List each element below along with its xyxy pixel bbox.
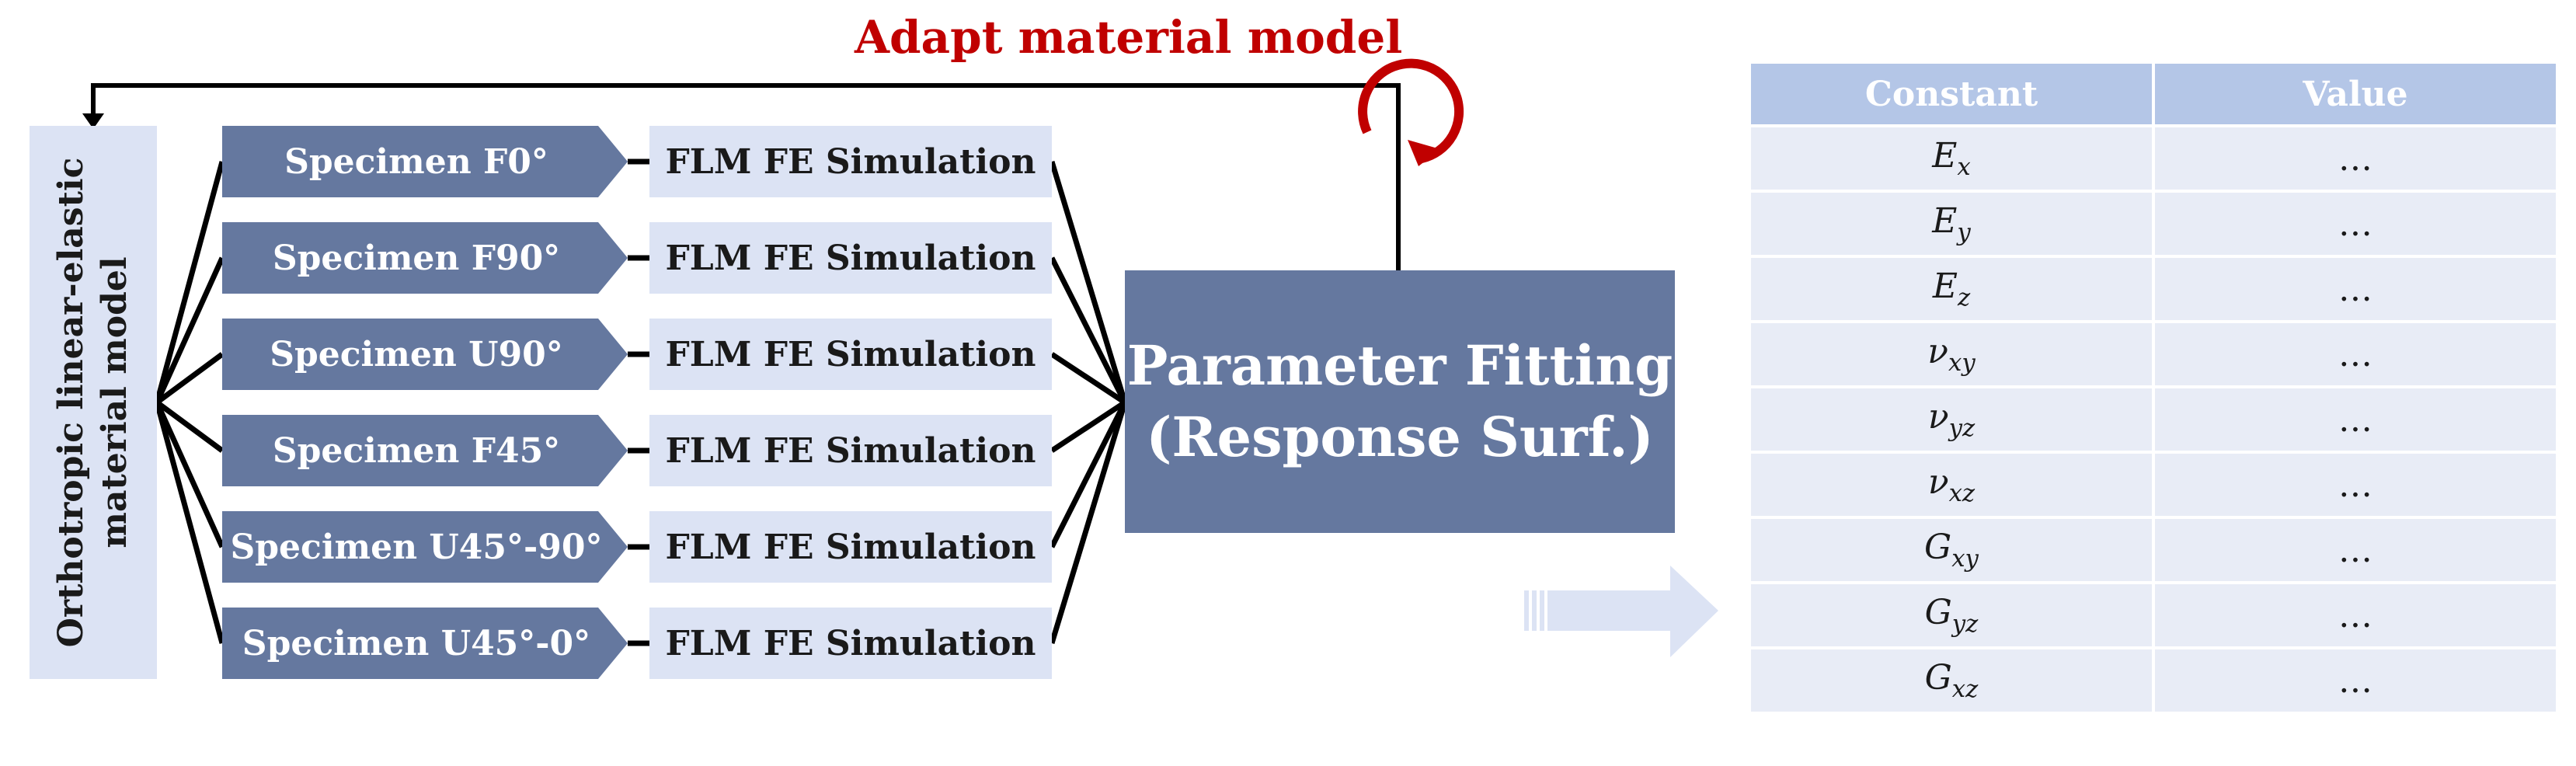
constant-subscript: yz: [1948, 413, 1976, 442]
model-fan-line: [155, 400, 225, 453]
fe-simulation-box: FLM FE Simulation: [649, 511, 1052, 583]
specimen-label: Specimen U45°-90°: [230, 527, 603, 567]
specimen-chevron: [222, 126, 628, 197]
fe-simulation-box: FLM FE Simulation: [649, 126, 1052, 197]
value-cell: …: [2152, 320, 2559, 388]
constant-cell: Gxz: [1748, 646, 2155, 715]
constant-subscript: x: [1957, 152, 1971, 181]
cycle-arrowhead: [1408, 140, 1440, 166]
table-row: Gxy…: [1748, 516, 2559, 584]
model-fan-line: [155, 352, 225, 405]
material-model-box: [30, 126, 157, 679]
specimen-chevron: [222, 415, 628, 486]
result-arrow-icon: [1524, 566, 1718, 657]
constant-subscript: y: [1957, 218, 1971, 246]
specimen-label: Specimen U45°-0°: [242, 623, 591, 663]
constant-cell: Ez: [1748, 255, 2155, 323]
fitting-title: Parameter Fitting: [1126, 333, 1673, 398]
constant-symbol: E: [1932, 201, 1958, 242]
constant-cell: νxz: [1748, 451, 2155, 519]
specimen-chevrons: [222, 126, 628, 679]
value-cell: …: [2152, 124, 2559, 193]
constant-symbol: G: [1924, 658, 1952, 698]
connector-lines: [154, 158, 1128, 646]
model-fan-line: [154, 256, 225, 404]
value-cell: …: [2152, 255, 2559, 323]
constant-cell: νxy: [1748, 320, 2155, 388]
sim-fan-line: [1049, 401, 1128, 645]
table-row: νxy…: [1748, 320, 2559, 388]
table-row: νyz…: [1748, 385, 2559, 454]
sim-fan-line: [1050, 400, 1126, 453]
fe-simulation-box: FLM FE Simulation: [649, 319, 1052, 390]
specimen-label: Specimen F45°: [272, 430, 561, 471]
model-fan-line: [154, 402, 225, 644]
material-model-label: Orthotropic linear-elastic material mode…: [51, 157, 134, 648]
feedback-line: [91, 83, 1401, 270]
specimen-chevron: [222, 511, 628, 583]
value-cell: …: [2152, 190, 2559, 258]
specimen-label: Specimen F90°: [272, 238, 561, 278]
table-row: Ez…: [1748, 255, 2559, 323]
table-header-row: Constant Value: [1748, 61, 2559, 127]
table-row: Ex…: [1748, 124, 2559, 193]
constant-symbol: ν: [1927, 397, 1949, 437]
fe-simulation-box: FLM FE Simulation: [649, 222, 1052, 294]
value-cell: …: [2152, 646, 2559, 715]
constant-subscript: xz: [1951, 674, 1979, 703]
cycle-arrow-icon: [1358, 58, 1464, 163]
constant-symbol: E: [1932, 266, 1958, 307]
model-fan-line: [154, 401, 225, 548]
constant-symbol: G: [1924, 527, 1952, 568]
constant-symbol: ν: [1927, 332, 1948, 372]
constant-subscript: xy: [1951, 544, 1979, 573]
constant-cell: Gxy: [1748, 516, 2155, 584]
constant-cell: Ey: [1748, 190, 2155, 258]
specimen-label: Specimen F0°: [284, 141, 548, 182]
adapt-material-model-label: Adapt material model: [855, 11, 1403, 64]
constant-symbol: E: [1932, 136, 1958, 176]
constant-subscript: xy: [1948, 348, 1976, 377]
header-value: Value: [2152, 61, 2559, 127]
parameter-fitting-box: Parameter Fitting (Response Surf.): [1125, 270, 1675, 533]
sim-fan-line: [1049, 160, 1128, 404]
constant-cell: Ex: [1748, 124, 2155, 193]
specimen-chevron: [222, 608, 628, 679]
value-cell: …: [2152, 451, 2559, 519]
model-fan-line: [154, 161, 225, 403]
sim-fan-line: [1050, 352, 1126, 405]
sim-fan-line: [1049, 256, 1128, 404]
feedback-arrowhead: [82, 113, 104, 129]
table-row: Gxz…: [1748, 646, 2559, 715]
header-constant: Constant: [1748, 61, 2155, 127]
specimen-chevron: [222, 222, 628, 294]
fitting-subtitle: (Response Surf.): [1146, 405, 1654, 469]
constant-symbol: G: [1924, 593, 1952, 633]
constant-symbol: ν: [1927, 462, 1949, 503]
constant-subscript: xz: [1948, 479, 1976, 507]
constant-cell: νyz: [1748, 385, 2155, 454]
constants-table: Constant Value Ex…Ey…Ez…νxy…νyz…νxz…Gxy……: [1748, 61, 2559, 715]
sim-fan-line: [1049, 401, 1128, 548]
specimen-chevron: [222, 319, 628, 390]
constant-cell: Gyz: [1748, 581, 2155, 649]
value-cell: …: [2152, 516, 2559, 584]
constant-subscript: z: [1957, 283, 1971, 312]
value-cell: …: [2152, 581, 2559, 649]
specimen-label: Specimen U90°: [270, 334, 563, 374]
fe-simulation-box: FLM FE Simulation: [649, 415, 1052, 486]
value-cell: …: [2152, 385, 2559, 454]
fe-simulation-box: FLM FE Simulation: [649, 608, 1052, 679]
table-row: Ey…: [1748, 190, 2559, 258]
table-row: Gyz…: [1748, 581, 2559, 649]
constant-subscript: yz: [1951, 609, 1979, 638]
table-row: νxz…: [1748, 451, 2559, 519]
